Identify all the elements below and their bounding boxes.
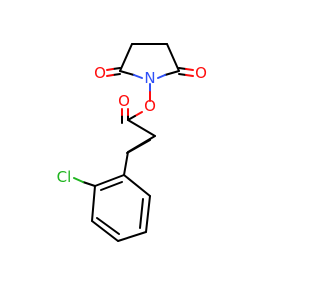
bond-c2-n-black bbox=[119, 70, 135, 76]
bond-ring-c2-c1 bbox=[94, 174, 125, 187]
bond-o-carbonyl-red bbox=[134, 111, 143, 117]
bond-c2-o-double-b-black bbox=[112, 73, 121, 76]
atom-label-oxygen: O bbox=[144, 97, 156, 115]
molecule-drawing: O O N O O Cl bbox=[57, 43, 207, 242]
bond-ring-c4-c3-inner bbox=[96, 217, 120, 235]
bond-ring-c6-c5 bbox=[145, 195, 151, 233]
bond-c2-n-blue bbox=[133, 74, 143, 79]
bond-c2-o-double-a-red bbox=[106, 68, 114, 71]
bond-c2-o-double-a-black bbox=[112, 67, 121, 70]
bond-c5-n-blue bbox=[157, 74, 166, 79]
bond-alkene-b bbox=[126, 139, 151, 154]
bond-ring-c3-c2 bbox=[91, 185, 96, 222]
atom-label-chlorine: Cl bbox=[57, 168, 72, 186]
bond-alkene-aryl bbox=[123, 151, 129, 176]
bond-o-carbonyl-black bbox=[127, 115, 136, 121]
atom-label-oxygen: O bbox=[118, 92, 130, 110]
bond-c2-o-double-b-red bbox=[106, 74, 114, 77]
bond-carbonyl-alkene bbox=[127, 119, 156, 137]
bond-c5-o-double-b-black bbox=[178, 73, 187, 76]
atom-label-oxygen: O bbox=[195, 64, 207, 82]
atom-label-oxygen: O bbox=[94, 64, 106, 82]
bond-ring-c6-c5-inner bbox=[139, 198, 144, 229]
bond-c5-n-black bbox=[164, 70, 180, 76]
bond-ring-c4-c3 bbox=[91, 220, 119, 242]
bond-c5-o-double-a-red bbox=[185, 68, 194, 71]
bond-aryl-cl-black bbox=[82, 181, 96, 187]
bond-ring-c2-c1-inner bbox=[100, 181, 123, 191]
bond-c5-o-double-b-red bbox=[185, 74, 194, 77]
bond-ring-c5-c4 bbox=[117, 231, 147, 242]
bond-ring-c1-c6 bbox=[123, 174, 151, 197]
bond-aryl-cl-green bbox=[73, 177, 84, 183]
bond-c5-o-double-a-black bbox=[178, 67, 187, 70]
atom-label-nitrogen: N bbox=[144, 69, 155, 87]
bond-ring-c3-c2 bbox=[119, 43, 133, 72]
bond-ring-c4-c5 bbox=[166, 43, 180, 72]
structure-diagram: O O N O O Cl bbox=[57, 43, 207, 242]
